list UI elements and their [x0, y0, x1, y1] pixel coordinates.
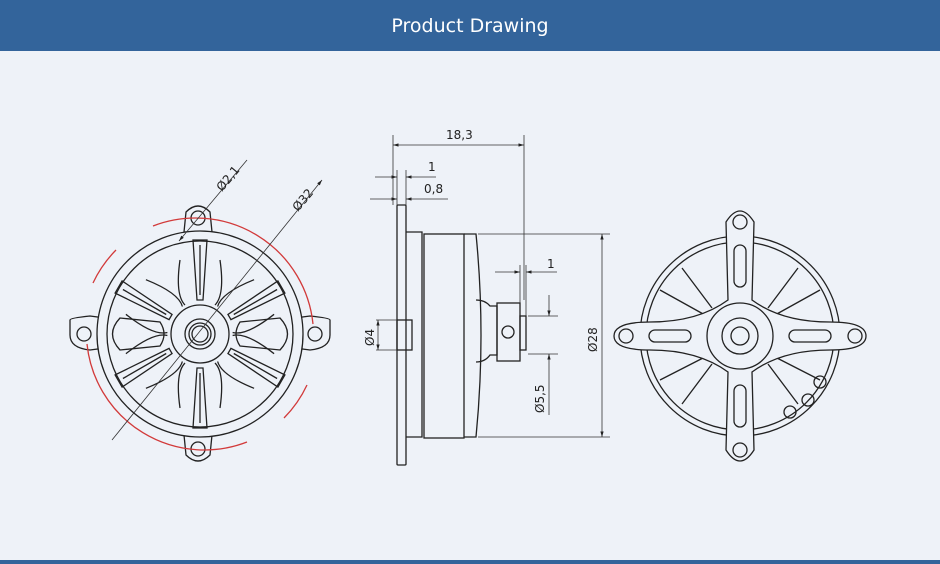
mount-circle	[86, 217, 314, 451]
section-title: Product Drawing	[391, 14, 549, 37]
footer-bar	[0, 560, 940, 564]
rear-view	[613, 210, 867, 462]
dim-collar: 1	[547, 257, 555, 271]
dim-mount-diameter: Ø32	[290, 186, 317, 214]
section-header: Product Drawing	[0, 0, 940, 51]
dim-flange: 1	[428, 160, 436, 174]
dim-hole-diameter: Ø2,1	[214, 163, 243, 194]
side-view: 18,3 1 0,8 Ø4 1 Ø5,5 Ø28	[363, 128, 610, 466]
dim-bore: Ø4	[363, 329, 377, 346]
dim-length: 18,3	[446, 128, 473, 142]
dim-shaft: Ø5,5	[533, 384, 547, 413]
front-view: Ø2,1 Ø32	[69, 159, 331, 462]
dim-plate: 0,8	[424, 182, 443, 196]
dim-body-diameter: Ø28	[586, 327, 600, 352]
